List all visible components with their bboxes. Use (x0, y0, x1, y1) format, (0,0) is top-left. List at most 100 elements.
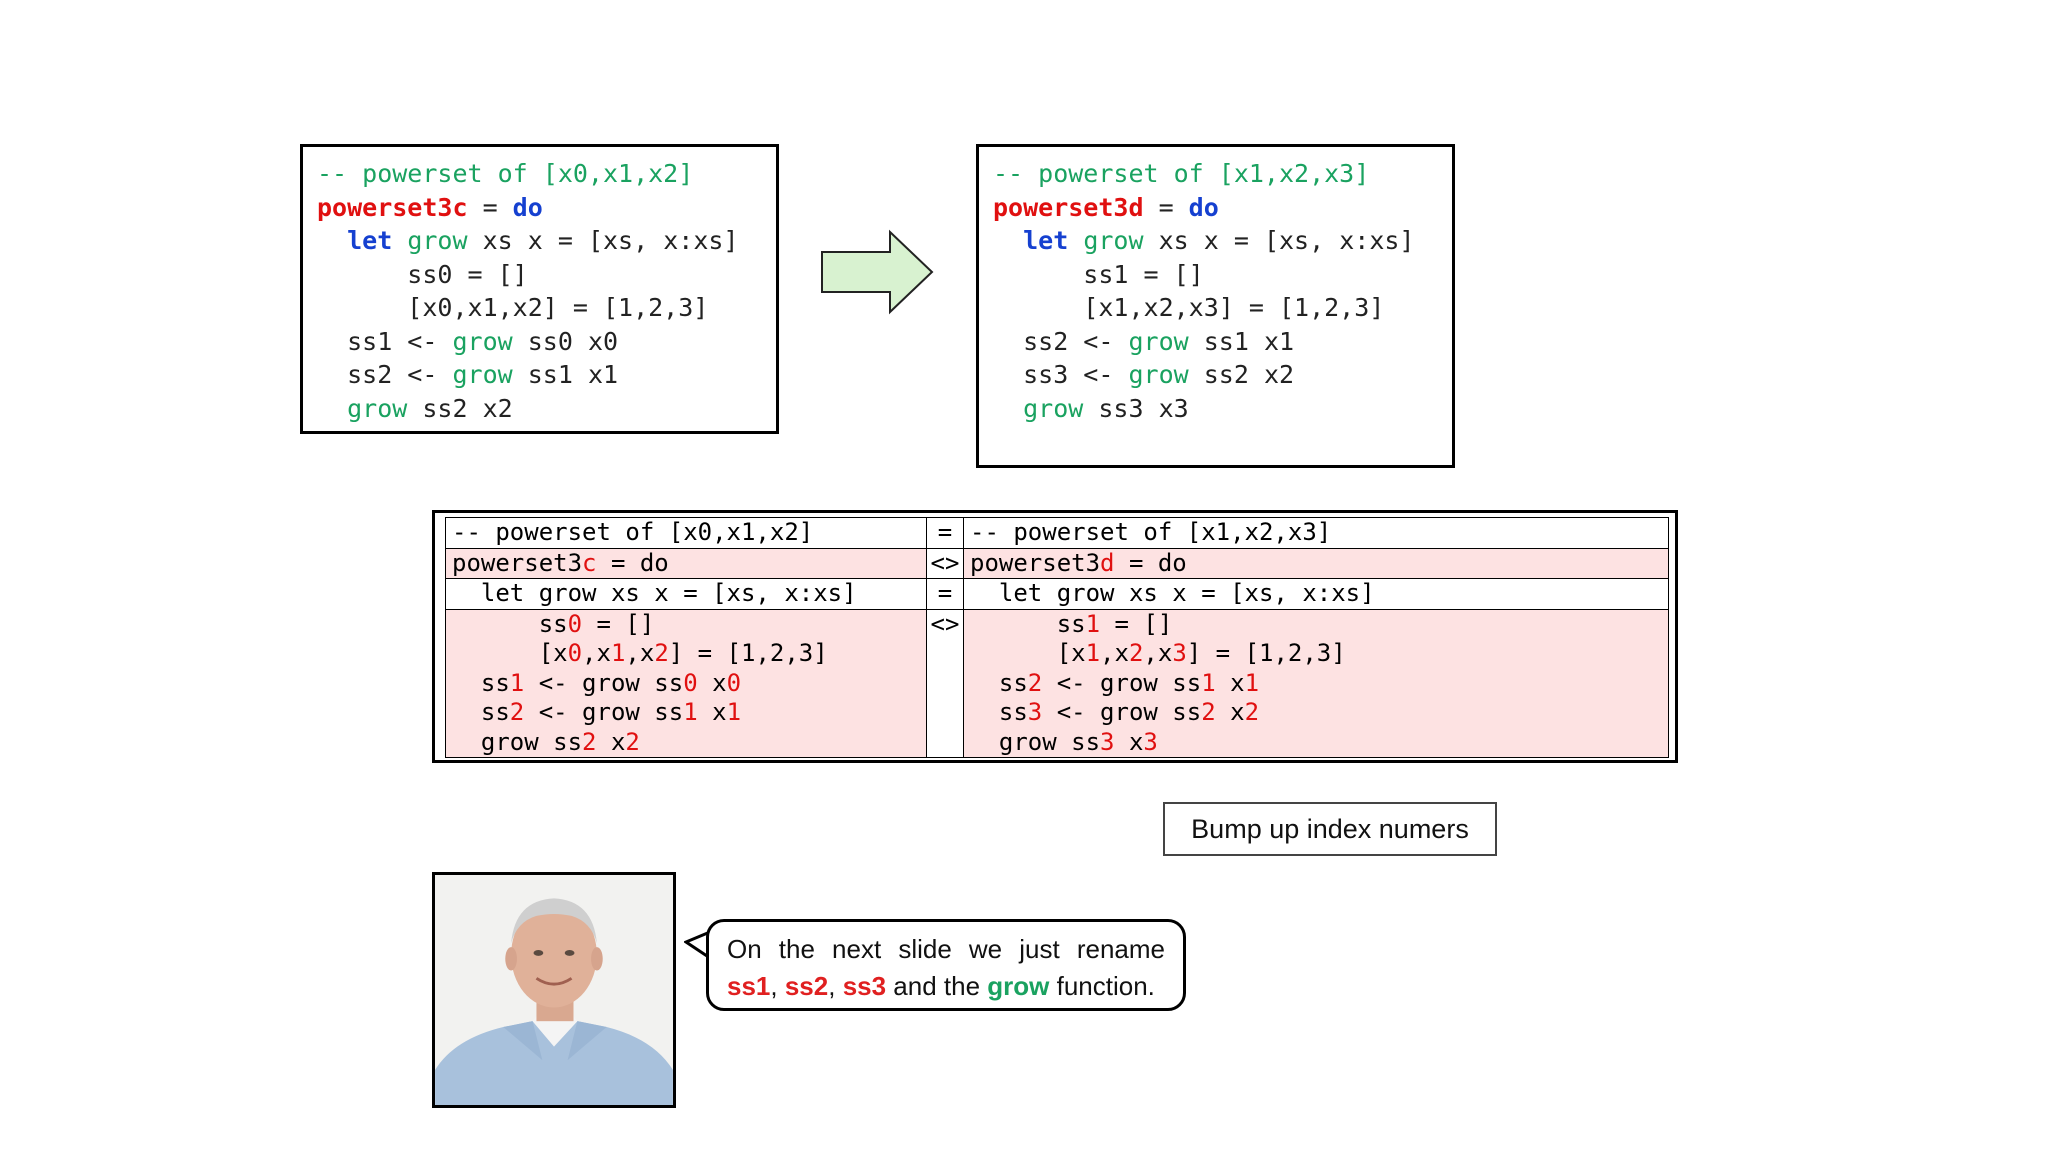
diff-token: x (697, 668, 727, 697)
diff-token: <- grow ss (524, 668, 684, 697)
code-token: do (1188, 192, 1219, 222)
diff-right-cell: -- powerset of [x1,x2,x3] (963, 517, 1669, 549)
diff-row: let grow xs x = [xs, x:xs]= let grow xs … (445, 578, 1669, 610)
diff-token: = [] (582, 609, 655, 638)
code-token: ss3 x3 (1083, 393, 1189, 423)
diff-changed-token: c (582, 548, 597, 577)
code-token: ss2 x2 (407, 393, 513, 423)
speech-line-2: ss1, ss2, ss3 and the grow function. (727, 968, 1165, 1005)
speech-fragment: grow (987, 971, 1050, 1001)
code-token: xs x = [xs, x:xs] (1143, 226, 1415, 255)
diff-token: grow ss (970, 727, 1101, 756)
code-token: grow (1128, 326, 1189, 356)
right-code-line-4: [x1,x2,x3] = [1,2,3] (993, 291, 1438, 325)
speech-bubble: On the next slide we just rename ss1, ss… (706, 919, 1186, 1011)
diff-changed-token: 1 (1085, 609, 1101, 638)
code-token: ss1 x1 (512, 360, 619, 389)
diff-changed-token: 2 (1201, 698, 1216, 726)
diff-token: x (697, 698, 727, 726)
presenter-photo (432, 872, 676, 1108)
diff-changed-token: 3 (1143, 727, 1158, 756)
diff-code-line: grow ss2 x2 (452, 728, 920, 758)
diff-changed-token: 0 (567, 609, 583, 638)
left-code-line-4: [x0,x1,x2] = [1,2,3] (317, 291, 762, 325)
diff-code-line: [x0,x1,x2] = [1,2,3] (452, 639, 920, 669)
right-code-line-0: -- powerset of [x1,x2,x3] (993, 157, 1438, 191)
diff-changed-token: 0 (567, 639, 583, 667)
right-code-line-2: let grow xs x = [xs, x:xs] (993, 224, 1438, 258)
diff-code-line: ss3 <- grow ss2 x2 (970, 698, 1662, 728)
diff-code-line: ss1 = [] (970, 610, 1662, 640)
diff-changed-token: 1 (610, 639, 626, 667)
code-token: = (1143, 192, 1189, 222)
code-box-powerset3d: -- powerset of [x1,x2,x3]powerset3d = do… (976, 144, 1455, 468)
diff-code-line: grow ss3 x3 (970, 728, 1662, 758)
code-token: ss1 <- (317, 326, 453, 356)
right-arrow-icon (821, 229, 934, 315)
code-token: [x1,x2,x3] = [1,2,3] (993, 293, 1385, 322)
diff-token: ,x (625, 639, 655, 667)
diff-code-line: ss0 = [] (452, 610, 920, 640)
diff-changed-token: 3 (1100, 727, 1115, 756)
code-token (317, 226, 347, 255)
code-token (993, 394, 1023, 423)
code-token (317, 394, 347, 423)
diff-token: [x (452, 639, 568, 667)
diff-token: let grow xs x = [xs, x:xs] (452, 579, 857, 607)
speech-fragment: ss2 (784, 971, 829, 1001)
diff-token: <- grow ss (1042, 698, 1202, 726)
code-token: let (347, 226, 393, 255)
diff-token: = do (596, 548, 669, 577)
code-token: ss0 x0 (512, 326, 619, 356)
diff-table: -- powerset of [x0,x1,x2]= -- powerset of… (432, 510, 1678, 763)
diff-token: powerset3 (970, 548, 1101, 577)
diff-marker: = (926, 578, 964, 610)
code-token: ss2 <- (993, 326, 1129, 356)
diff-changed-token: 1 (1085, 639, 1101, 667)
diff-changed-token: 1 (726, 698, 742, 726)
diff-token: <- grow ss (524, 698, 684, 726)
diff-row: ss0 = [] [x0,x1,x2] = [1,2,3] ss1 <- gro… (445, 608, 1669, 758)
caption-text: Bump up index numers (1191, 813, 1469, 844)
diff-left-cell: -- powerset of [x0,x1,x2] (445, 517, 927, 549)
code-token: ss1 x1 (1188, 326, 1295, 356)
diff-token: ] = [1,2,3] (668, 639, 828, 667)
diff-token: ss (970, 609, 1086, 638)
diff-token: let grow xs x = [xs, x:xs] (970, 579, 1375, 607)
right-code-line-5: ss2 <- grow ss1 x1 (993, 325, 1438, 359)
diff-token: ss (452, 609, 568, 638)
diff-token: ss (970, 668, 1028, 697)
diff-changed-token: 2 (509, 698, 525, 726)
diff-code-line: -- powerset of [x0,x1,x2] (452, 518, 920, 548)
caption-box: Bump up index numers (1163, 802, 1497, 856)
code-token: xs x = [xs, x:xs] (467, 226, 739, 255)
diff-marker: <> (926, 608, 964, 758)
speech-fragment: ss1 (727, 971, 771, 1001)
diff-token: x (1215, 698, 1245, 726)
diff-token: ,x (582, 639, 611, 667)
diff-changed-token: 3 (1172, 639, 1187, 667)
code-token (392, 226, 407, 255)
speech-fragment: and the (886, 971, 988, 1001)
diff-token: powerset3 (452, 548, 583, 577)
code-token: let (1023, 226, 1069, 255)
diff-changed-token: d (1100, 548, 1115, 577)
diff-changed-token: 2 (1027, 668, 1043, 697)
diff-code-line: powerset3c = do (452, 549, 920, 579)
code-token (993, 226, 1023, 255)
diff-right-cell: let grow xs x = [xs, x:xs] (963, 578, 1669, 610)
diff-token: ,x (1100, 639, 1129, 667)
diff-token: ] = [1,2,3] (1186, 639, 1346, 667)
diff-changed-token: 1 (683, 698, 698, 726)
diff-token: <- grow ss (1042, 668, 1202, 697)
diff-token: x (596, 727, 626, 756)
diff-token: ,x (1143, 639, 1173, 667)
left-code-line-7: grow ss2 x2 (317, 392, 762, 426)
diff-code-line: let grow xs x = [xs, x:xs] (970, 579, 1662, 609)
left-code-line-2: let grow xs x = [xs, x:xs] (317, 224, 762, 258)
code-token: grow (452, 360, 513, 389)
code-token: = (467, 192, 513, 222)
diff-token: x (1215, 668, 1245, 697)
code-token: -- powerset of [x1,x2,x3] (993, 159, 1370, 188)
diff-changed-token: 2 (1244, 698, 1260, 726)
